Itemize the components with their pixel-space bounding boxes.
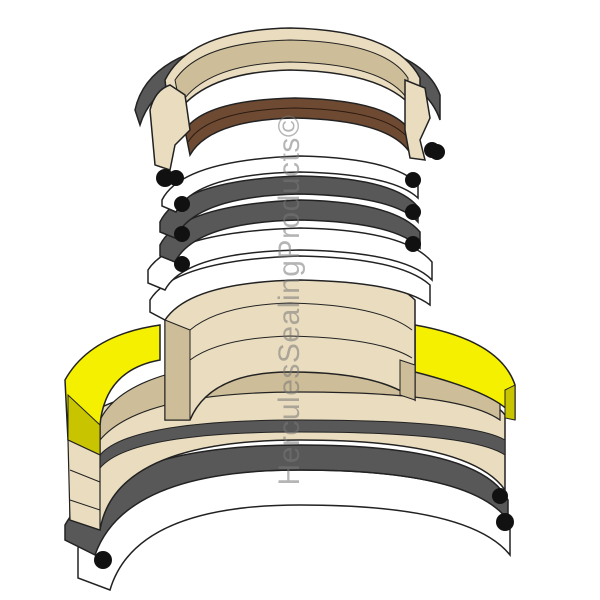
oring-right-4 — [405, 236, 421, 252]
top-cap-cut-face-left — [149, 84, 191, 171]
gray-ring-3 — [159, 199, 421, 263]
bottom-oring-right-2 — [492, 488, 508, 504]
white-ring-2 — [147, 227, 433, 291]
piston-body-band — [99, 419, 506, 470]
center-bushing-ring-line-1 — [189, 302, 413, 331]
oring-right-2 — [405, 172, 421, 188]
bottom-oring-left — [94, 551, 112, 569]
oring-left-2 — [174, 196, 190, 212]
top-cap-cut-face-right — [404, 78, 431, 161]
center-bushing-ring-line-2 — [189, 335, 413, 361]
white-ring-1 — [161, 155, 419, 213]
bottom-oring-right-1 — [496, 513, 514, 531]
oring-right-3 — [405, 204, 421, 220]
oring-left-3 — [174, 226, 190, 242]
yellow-band-right-shade — [504, 384, 516, 421]
top-oring-left — [156, 169, 174, 187]
brown-ring-line — [187, 107, 409, 143]
center-bushing-cut-left — [164, 319, 191, 421]
gray-ring-2 — [159, 175, 419, 239]
piston-cut-face-left — [67, 439, 101, 531]
top-oring-right — [424, 142, 440, 158]
white-ring-3 — [149, 255, 431, 321]
oring-left-4 — [174, 256, 190, 272]
center-bushing-right-notch — [399, 359, 416, 401]
brown-ring — [184, 97, 409, 158]
